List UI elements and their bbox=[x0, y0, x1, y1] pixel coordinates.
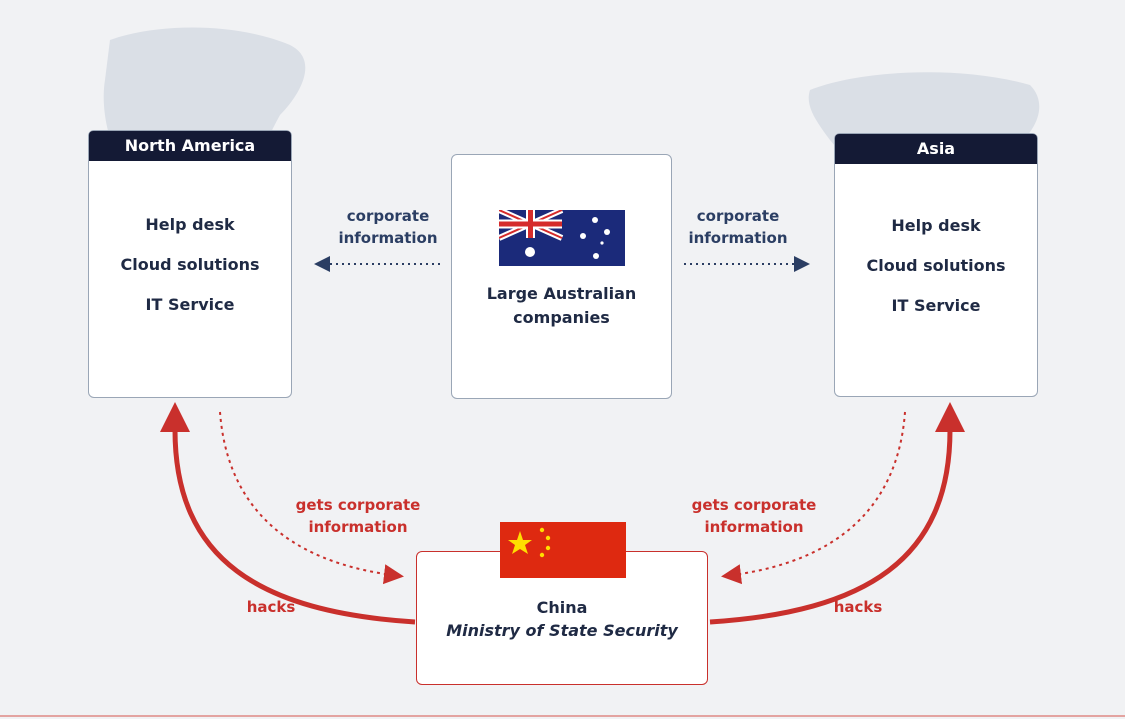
left-gets-info-label: gets corporate information bbox=[278, 494, 438, 538]
left-corporate-info-label: corporate information bbox=[328, 205, 448, 249]
china-box: China Ministry of State Security bbox=[416, 551, 708, 685]
asia-services: Help desk Cloud solutions IT Service bbox=[835, 206, 1037, 326]
asia-title: Asia bbox=[835, 134, 1037, 164]
australia-flag-icon bbox=[499, 210, 625, 266]
north-america-box: North America Help desk Cloud solutions … bbox=[88, 130, 292, 398]
north-america-service-item: Cloud solutions bbox=[120, 255, 260, 274]
asia-service-item: Help desk bbox=[891, 216, 981, 235]
left-gets-info-line2: information bbox=[308, 518, 408, 536]
north-america-service-item: IT Service bbox=[145, 295, 235, 314]
gets-info-arrow-right bbox=[721, 411, 906, 585]
hacks-arrow-left bbox=[172, 429, 416, 625]
north-america-service-item: Help desk bbox=[145, 215, 235, 234]
bottom-divider bbox=[0, 715, 1125, 717]
left-corporate-info-line1: corporate bbox=[346, 207, 430, 225]
left-corporate-info-line2: information bbox=[338, 229, 438, 247]
australia-label-line2: companies bbox=[513, 308, 610, 327]
left-gets-info-line1: gets corporate bbox=[295, 496, 421, 514]
left-hacks-label: hacks bbox=[246, 598, 296, 616]
asia-service-item: IT Service bbox=[891, 296, 981, 315]
right-gets-info-label: gets corporate information bbox=[674, 494, 834, 538]
north-america-services: Help desk Cloud solutions IT Service bbox=[89, 205, 291, 325]
right-corporate-info-label: corporate information bbox=[678, 205, 798, 249]
china-flag-icon bbox=[500, 522, 626, 578]
asia-box: Asia Help desk Cloud solutions IT Servic… bbox=[834, 133, 1038, 397]
hacks-arrowhead-right bbox=[935, 402, 965, 432]
gets-info-arrow-left bbox=[219, 411, 404, 585]
north-america-title: North America bbox=[89, 131, 291, 161]
australia-label-line1: Large Australian bbox=[486, 284, 637, 303]
australia-box: Large Australian companies bbox=[451, 154, 672, 399]
right-corporate-info-line2: information bbox=[688, 229, 788, 247]
right-corporate-info-line1: corporate bbox=[696, 207, 780, 225]
right-gets-info-line1: gets corporate bbox=[691, 496, 817, 514]
right-hacks-label: hacks bbox=[833, 598, 883, 616]
hacks-arrowhead-left bbox=[160, 402, 190, 432]
china-agency: Ministry of State Security bbox=[446, 621, 678, 640]
asia-service-item: Cloud solutions bbox=[866, 256, 1006, 275]
right-gets-info-line2: information bbox=[704, 518, 804, 536]
hacks-arrow-right bbox=[709, 429, 953, 625]
china-name: China bbox=[536, 598, 588, 617]
